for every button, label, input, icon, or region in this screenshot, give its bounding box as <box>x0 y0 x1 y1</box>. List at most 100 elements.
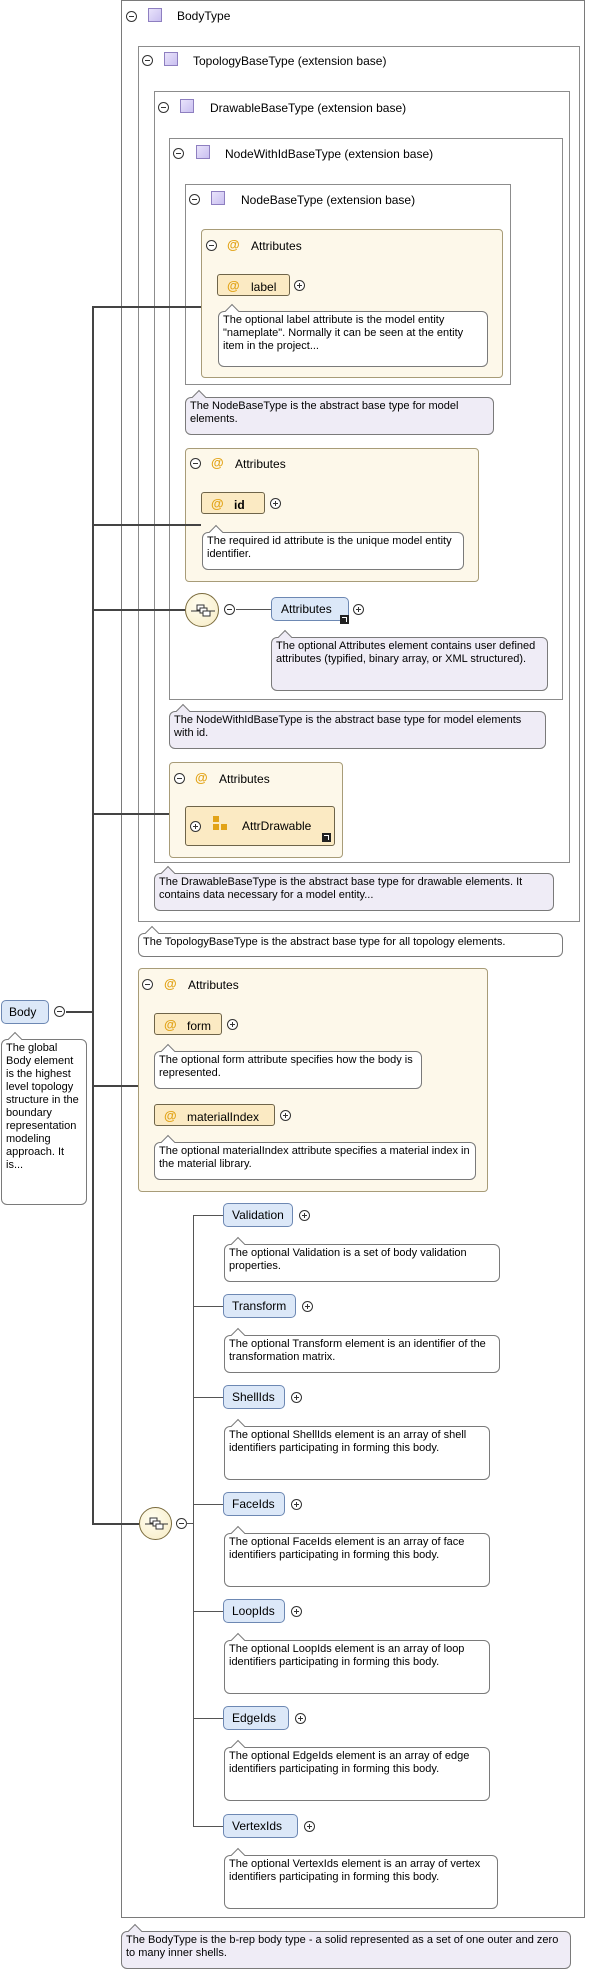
expand-icon[interactable] <box>270 498 281 509</box>
connector-line <box>92 1085 138 1087</box>
node-with-id-title: NodeWithIdBaseType (extension base) <box>225 147 434 161</box>
complex-type-icon <box>148 8 162 22</box>
attribute-icon: @ <box>227 278 240 293</box>
expand-icon[interactable] <box>353 604 364 615</box>
connector-line <box>193 1397 223 1398</box>
label-doc-note: The optional label attribute is the mode… <box>218 303 488 367</box>
child-element-name: LoopIds <box>232 1604 275 1618</box>
child-doc-note: The optional FaceIds element is an array… <box>224 1525 490 1587</box>
id-attribute-name: id <box>234 498 245 512</box>
attributes-title: Attributes <box>188 978 239 992</box>
node-with-id-doc-text: The NodeWithIdBaseType is the abstract b… <box>174 714 522 739</box>
expand-icon[interactable] <box>280 1110 291 1121</box>
bodytype-doc-note: The BodyType is the b-rep body type - a … <box>121 1923 571 1969</box>
child-doc-text: The optional LoopIds element is an array… <box>229 1643 465 1668</box>
attr-drawable-group[interactable] <box>185 806 335 846</box>
topology-doc-text: The TopologyBaseType is the abstract bas… <box>143 936 506 948</box>
attributes-element[interactable] <box>271 597 349 621</box>
attributes-element-doc-text: The optional Attributes element contains… <box>276 640 536 665</box>
child-element-transform[interactable] <box>223 1294 296 1318</box>
body-doc-text: The global Body element is the highest l… <box>6 1042 79 1171</box>
child-element-loopids[interactable] <box>223 1599 285 1623</box>
connector-line <box>193 1504 223 1505</box>
connector-line <box>193 1826 223 1827</box>
expand-icon[interactable] <box>291 1499 302 1510</box>
connector-line <box>66 1011 93 1013</box>
connector-line <box>236 609 271 610</box>
body-element[interactable] <box>1 1000 49 1024</box>
drawable-doc-note: The DrawableBaseType is the abstract bas… <box>154 865 554 911</box>
sequence-glyph <box>191 604 215 617</box>
expand-icon[interactable] <box>227 1019 238 1030</box>
complex-type-icon <box>164 52 178 66</box>
child-doc-text: The optional Transform element is an ide… <box>229 1338 486 1363</box>
node-base-title: NodeBaseType (extension base) <box>241 193 416 207</box>
attributes-element-name: Attributes <box>281 602 332 616</box>
node-base-doc-note: The NodeBaseType is the abstract base ty… <box>185 389 494 435</box>
bodytype-doc-text: The BodyType is the b-rep body type - a … <box>126 1934 559 1959</box>
collapse-icon[interactable] <box>126 11 137 22</box>
collapse-icon[interactable] <box>158 102 169 113</box>
collapse-icon[interactable] <box>189 194 200 205</box>
sequence-compositor-icon[interactable] <box>185 593 219 627</box>
connector-line <box>92 813 169 815</box>
bodytype-title: BodyType <box>177 9 231 23</box>
expand-icon[interactable] <box>299 1210 310 1221</box>
child-element-faceids[interactable] <box>223 1492 285 1516</box>
collapse-icon[interactable] <box>174 773 185 784</box>
connector-line <box>186 1523 193 1524</box>
child-doc-note: The optional VertexIds element is an arr… <box>224 1847 498 1909</box>
connector-line <box>92 524 201 526</box>
collapse-icon[interactable] <box>173 148 184 159</box>
form-attribute[interactable] <box>154 1013 222 1035</box>
expand-icon[interactable] <box>294 280 305 291</box>
collapse-icon[interactable] <box>206 240 217 251</box>
child-element-name: VertexIds <box>232 1819 283 1833</box>
child-element-name: Transform <box>232 1299 287 1313</box>
sequence-glyph <box>145 1517 168 1530</box>
expand-icon[interactable] <box>291 1392 302 1403</box>
drawable-base-title: DrawableBaseType (extension base) <box>210 101 407 115</box>
body-element-name: Body <box>9 1005 37 1019</box>
expand-icon[interactable] <box>302 1301 313 1312</box>
connector-line <box>92 1523 139 1525</box>
attribute-icon: @ <box>164 1108 177 1123</box>
reference-link-icon[interactable] <box>322 833 331 842</box>
expand-icon[interactable] <box>291 1606 302 1617</box>
child-element-name: EdgeIds <box>232 1711 277 1725</box>
attr-drawable-name: AttrDrawable <box>242 819 312 833</box>
id-attribute[interactable] <box>201 492 265 514</box>
collapse-icon[interactable] <box>190 458 201 469</box>
expand-icon[interactable] <box>304 1821 315 1832</box>
collapse-icon[interactable] <box>54 1006 65 1017</box>
child-doc-note: The optional Transform element is an ide… <box>224 1327 500 1373</box>
connector-line <box>193 1215 223 1216</box>
child-element-shellids[interactable] <box>223 1385 285 1409</box>
collapse-icon[interactable] <box>142 979 153 990</box>
expand-icon[interactable] <box>190 821 201 832</box>
child-doc-text: The optional EdgeIds element is an array… <box>229 1750 470 1775</box>
child-element-vertexids[interactable] <box>223 1814 298 1838</box>
material-index-attribute[interactable] <box>154 1104 275 1126</box>
attribute-icon: @ <box>227 237 240 252</box>
complex-type-icon <box>211 191 225 205</box>
expand-icon[interactable] <box>295 1713 306 1724</box>
child-element-name: FaceIds <box>232 1497 275 1511</box>
connector-line <box>193 1216 194 1827</box>
connector-line <box>92 306 201 308</box>
reference-link-icon[interactable] <box>340 615 349 624</box>
sequence-compositor-icon[interactable] <box>139 1507 172 1540</box>
label-attribute[interactable] <box>217 274 290 296</box>
connector-line <box>92 609 185 611</box>
collapse-icon[interactable] <box>224 604 235 615</box>
child-element-validation[interactable] <box>223 1203 293 1227</box>
child-element-edgeids[interactable] <box>223 1706 289 1730</box>
label-doc-text: The optional label attribute is the mode… <box>223 314 464 352</box>
child-doc-text: The optional Validation is a set of body… <box>229 1247 467 1272</box>
connector-line <box>193 1306 223 1307</box>
attributes-title: Attributes <box>235 457 286 471</box>
material-doc-text: The optional materialIndex attribute spe… <box>159 1145 470 1170</box>
collapse-icon[interactable] <box>142 55 153 66</box>
child-doc-note: The optional EdgeIds element is an array… <box>224 1739 490 1801</box>
attributes-element-doc-note: The optional Attributes element contains… <box>271 629 548 691</box>
